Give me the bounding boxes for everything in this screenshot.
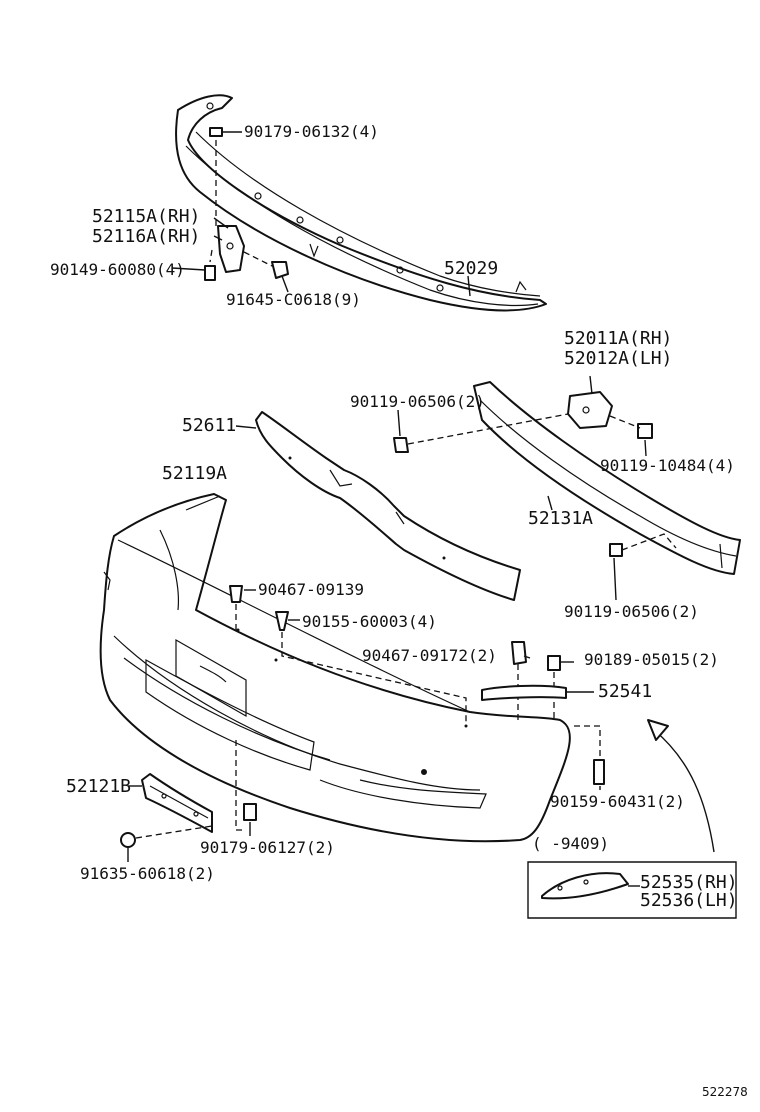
reinforcement-bracket-52011a xyxy=(567,391,613,429)
callout-52119a: 52119A xyxy=(162,463,228,484)
front-bumper-cover xyxy=(99,493,571,843)
clip-90179-06127 xyxy=(243,803,257,821)
callout-90159-60431: 90159-60431(2) xyxy=(550,792,685,811)
bumper-reinforcement-52131a xyxy=(473,381,741,575)
screw-90159 xyxy=(593,759,605,785)
callout-90119-06506-lower: 90119-06506(2) xyxy=(564,602,699,621)
inset-pointer-arrow xyxy=(653,729,715,853)
diagram-number: 522278 xyxy=(702,1085,748,1099)
callout-52011a: 52011A(RH) xyxy=(564,328,673,349)
callout-90189-05015: 90189-05015(2) xyxy=(584,650,719,669)
callout-52121b: 52121B xyxy=(66,776,132,797)
callout-52012a: 52012A(LH) xyxy=(564,348,673,369)
callout-90179-06132: 90179-06132(4) xyxy=(244,122,379,141)
reinforcement-fasteners xyxy=(393,423,653,557)
callout-52536: 52536(LH) xyxy=(640,890,738,911)
callout-90467-09139: 90467-09139 xyxy=(258,580,364,599)
upper-fasteners xyxy=(204,127,289,281)
callout-91635-60618: 91635-60618(2) xyxy=(80,864,215,883)
callout-52541: 52541 xyxy=(598,681,653,702)
callout-90149-60080: 90149-60080(4) xyxy=(50,260,185,279)
callout-90119-10484: 90119-10484(4) xyxy=(600,456,735,475)
callout-52116a: 52116A(RH) xyxy=(92,226,201,247)
nut-91635 xyxy=(120,832,136,848)
callout-52611: 52611 xyxy=(182,415,237,436)
inset-box xyxy=(527,861,737,919)
callout-52029: 52029 xyxy=(444,258,499,279)
callout-90179-06127: 90179-06127(2) xyxy=(200,838,335,857)
callout-52535: 52535(RH) xyxy=(640,872,738,893)
energy-absorber-52611 xyxy=(255,411,521,601)
lower-bracket-52121b xyxy=(141,773,213,833)
callout-52115a: 52115A(RH) xyxy=(92,206,201,227)
upper-bumper-retainer-52029 xyxy=(175,94,547,312)
spoiler-strip-52541 xyxy=(481,684,567,701)
callout-52131a: 52131A xyxy=(528,508,594,529)
range-note: ( -9409) xyxy=(532,834,610,853)
cover-clips xyxy=(229,585,561,671)
callout-90119-06506-upper: 90119-06506(2) xyxy=(350,392,485,411)
callout-91645-c0618: 91645-C0618(9) xyxy=(226,290,361,309)
callout-90155-60003: 90155-60003(4) xyxy=(302,612,437,631)
side-bracket-52115a xyxy=(217,225,245,273)
callout-90467-09172: 90467-09172(2) xyxy=(362,646,497,665)
